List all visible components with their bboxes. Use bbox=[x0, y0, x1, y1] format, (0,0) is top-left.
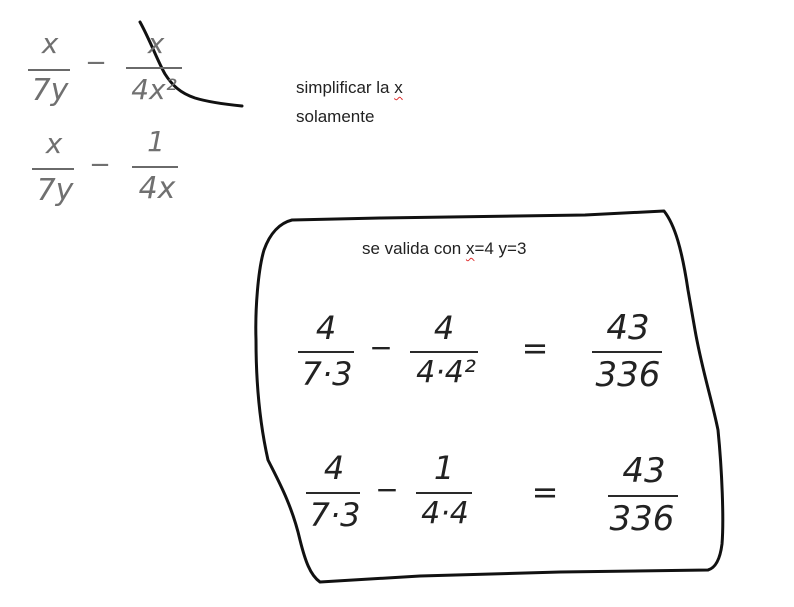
simplify-note-text: simplificar la bbox=[296, 78, 395, 97]
row1-right-numerator: x bbox=[147, 27, 165, 60]
row2-right-numerator: 1 bbox=[147, 125, 165, 158]
row1-left-numerator: x bbox=[41, 27, 59, 60]
row1-left-fraction-bar bbox=[28, 69, 70, 71]
eq2-right-fraction-bar bbox=[416, 492, 472, 494]
eq2-result-denominator: 336 bbox=[609, 499, 675, 539]
eq1-right-denominator: 4·4² bbox=[416, 355, 476, 390]
eq2-left-numerator: 4 bbox=[323, 449, 345, 487]
simplify-note-var: x bbox=[394, 78, 403, 97]
row1-left-denominator: 7y bbox=[31, 73, 69, 108]
validation-title-text: se valida con bbox=[362, 239, 466, 258]
row2-left-denominator: 7y bbox=[36, 173, 74, 208]
eq2-result-numerator: 43 bbox=[622, 451, 666, 491]
validation-title-var: x bbox=[465, 239, 475, 258]
cross-out-stroke bbox=[138, 20, 244, 108]
row2-minus-sign: − bbox=[89, 150, 111, 180]
eq2-right-numerator: 1 bbox=[433, 449, 455, 487]
eq1-right-numerator: 4 bbox=[433, 309, 455, 347]
row1-minus-sign: − bbox=[85, 48, 107, 78]
simplify-note: simplificar la x bbox=[296, 78, 403, 98]
eq2-minus-sign: − bbox=[375, 473, 399, 506]
simplify-note-line2: solamente bbox=[296, 107, 375, 126]
eq1-equals-sign: = bbox=[521, 329, 549, 367]
row1-right-denominator: 4x² bbox=[131, 73, 177, 106]
eq1-right-fraction-bar bbox=[410, 351, 478, 353]
validation-title-values: =4 y=3 bbox=[474, 239, 527, 258]
eq2-left-denominator: 7·3 bbox=[309, 496, 361, 534]
row2-right-fraction-bar bbox=[132, 166, 178, 168]
eq1-left-denominator: 7·3 bbox=[301, 355, 353, 393]
eq2-right-denominator: 4·4 bbox=[421, 496, 469, 531]
row1-right-fraction-bar bbox=[126, 67, 182, 69]
eq1-left-fraction-bar bbox=[298, 351, 354, 353]
row2-right-denominator: 4x bbox=[138, 171, 176, 206]
row2-left-fraction-bar bbox=[32, 168, 74, 170]
eq1-result-fraction-bar bbox=[592, 351, 662, 353]
validation-title: se valida con x=4 y=3 bbox=[362, 239, 526, 259]
eq2-left-fraction-bar bbox=[306, 492, 360, 494]
eq1-result-denominator: 336 bbox=[595, 355, 661, 395]
eq1-left-numerator: 4 bbox=[315, 309, 337, 347]
validation-box-outline bbox=[254, 209, 725, 584]
row2-left-numerator: x bbox=[45, 127, 63, 160]
eq2-equals-sign: = bbox=[531, 473, 559, 511]
eq2-result-fraction-bar bbox=[608, 495, 678, 497]
eq1-result-numerator: 43 bbox=[606, 308, 650, 348]
eq1-minus-sign: − bbox=[369, 331, 393, 364]
